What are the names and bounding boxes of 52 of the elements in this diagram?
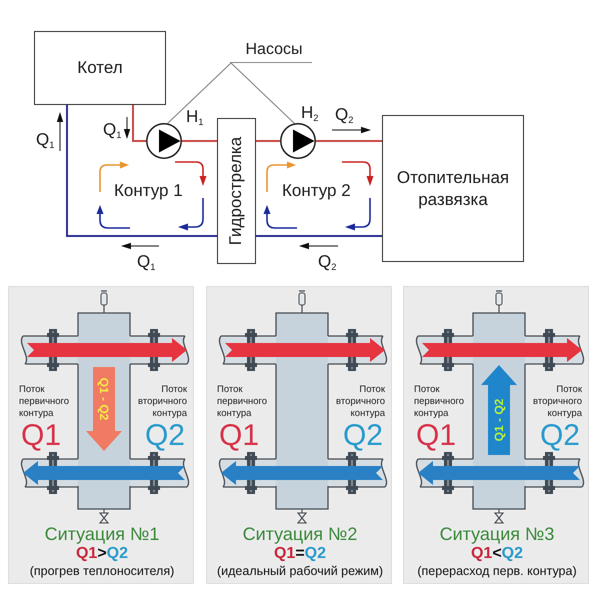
flow-symbol: Q1: [219, 421, 260, 451]
flow-caption: Поток вторичного контура: [137, 384, 187, 420]
separator-label: Гидрострелка: [226, 136, 246, 246]
pump-label: H$_{2}$: [301, 103, 318, 123]
situation-title: Ситуация №2: [242, 524, 358, 545]
situation-title: Ситуация №3: [440, 524, 554, 545]
flow-arrow: [481, 365, 517, 455]
flow-relation: Q1>Q2: [76, 545, 128, 563]
flow-relation: Q1=Q2: [274, 545, 326, 563]
flow-caption: Поток первичного контура: [217, 384, 268, 420]
situation-panel: [403, 286, 589, 584]
flow-symbol: Q2: [144, 421, 185, 451]
flow-symbol: Q1: [21, 421, 62, 451]
flow-caption: Поток вторичного контура: [335, 384, 385, 420]
mode-note: (идеальный рабочий режим): [216, 564, 384, 579]
pipe-line: [256, 140, 280, 142]
situation-panel: [8, 286, 194, 584]
flow-caption: Поток первичного контура: [414, 384, 466, 420]
flow-label: Q$_{1}$: [137, 252, 156, 272]
circuit-label: Контур 1: [114, 181, 183, 201]
leader-line: [167, 62, 232, 124]
arrow-label: Q1 - Q2: [492, 398, 506, 442]
flow-symbol: Q1: [416, 421, 456, 451]
separator-box: [217, 118, 256, 264]
mode-note: (прогрев теплоносителя): [30, 564, 174, 579]
pipe-line: [316, 140, 382, 142]
flow-label: Q$_{2}$: [318, 252, 336, 272]
pump-symbol: [146, 123, 182, 159]
flow-symbol: Q2: [540, 421, 580, 451]
flow-label: Q$_{1}$: [103, 120, 122, 140]
pipe-line: [256, 235, 382, 237]
mode-note: (перерасход перв. контура): [417, 564, 577, 579]
flow-label: Q$_{2}$: [335, 105, 354, 125]
circuit-label: Контур 2: [282, 181, 351, 201]
pipe-line: [66, 105, 217, 237]
pump-label: H$_{1}$: [186, 107, 204, 127]
flow-caption: Поток вторичного контура: [532, 384, 582, 420]
flow-arrow: [86, 367, 122, 451]
pump-symbol: [280, 123, 316, 159]
situation-panel: [206, 286, 392, 584]
boiler-box: Котел: [34, 31, 166, 105]
callout-text: Насосы: [230, 40, 312, 63]
situation-title: Ситуация №1: [44, 524, 160, 545]
pipe-line: [182, 140, 217, 142]
heating-unit-box: Отопительная развязка: [382, 115, 524, 262]
flow-relation: Q1<Q2: [470, 545, 524, 563]
flow-label: Q$_{1}$: [36, 130, 54, 150]
leader-line: [230, 62, 295, 124]
arrow-label: Q1 - Q2: [97, 378, 111, 420]
flow-caption: Поток первичного контура: [19, 384, 70, 420]
pipe-line: [132, 105, 146, 142]
flow-symbol: Q2: [342, 421, 383, 451]
